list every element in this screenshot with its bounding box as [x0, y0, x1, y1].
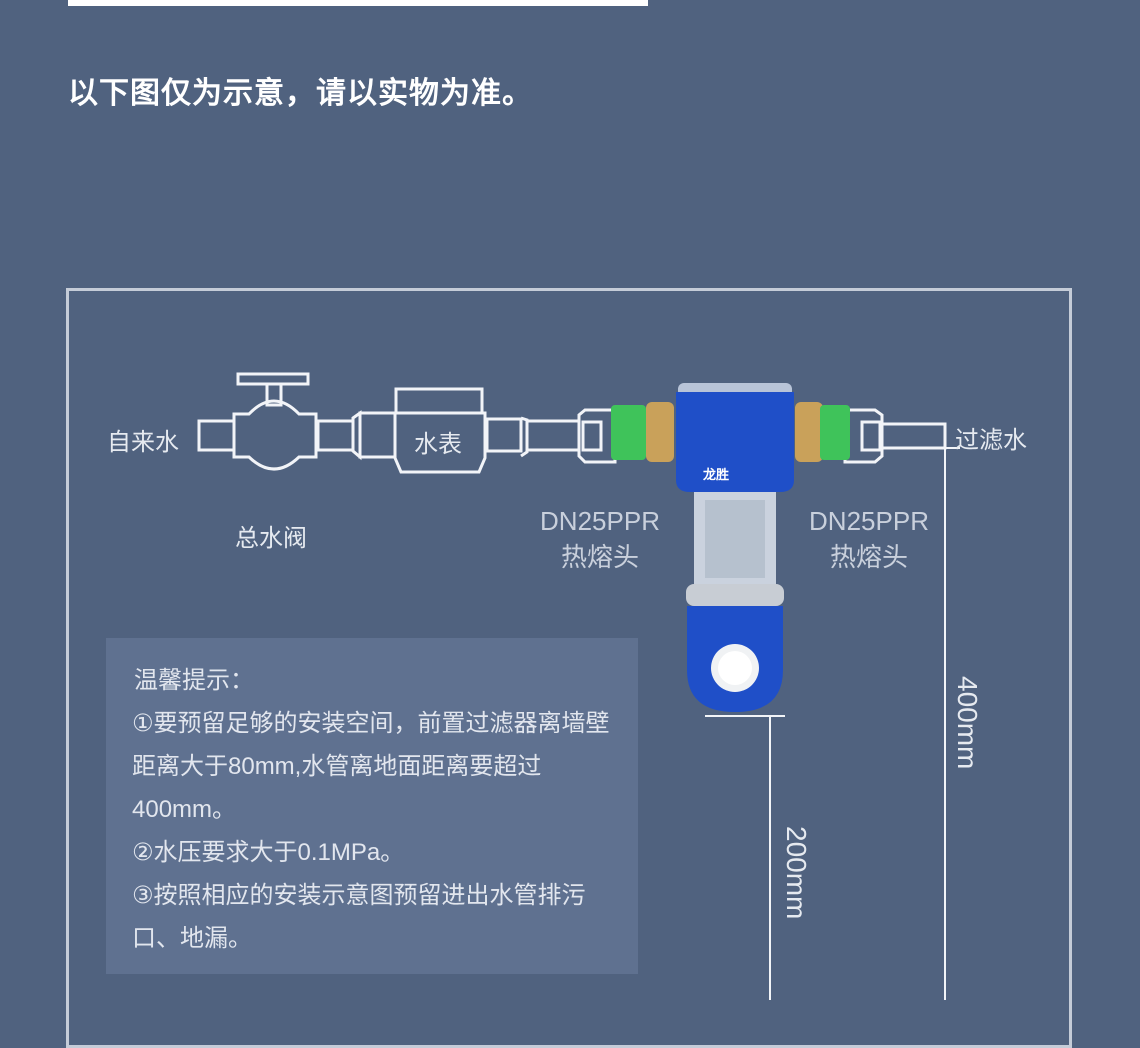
left-fitting-type: 热熔头	[560, 542, 639, 572]
tip-item: ②水压要求大于0.1MPa。	[132, 839, 405, 866]
pipe-diagram: 龙胜	[197, 372, 960, 1000]
inlet-pipe	[197, 419, 236, 452]
right-fitting-spec: DN25PPR	[809, 506, 929, 536]
tips-panel: 温馨提示： ①要预留足够的安装空间，前置过滤器离墙壁距离大于80mm,水管离地面…	[106, 638, 638, 974]
dimension-lines	[705, 447, 960, 1000]
right-fitting-label: DN25PPR 热熔头	[799, 503, 939, 575]
pipe-segment	[525, 419, 581, 452]
pre-filter-product	[611, 383, 850, 712]
dimension-200-label: 200mm	[781, 826, 812, 920]
main-valve-icon	[232, 372, 318, 471]
outlet-label: 过滤水	[955, 427, 1027, 454]
left-fitting-outline	[577, 408, 617, 464]
product-logo: 龙胜	[703, 467, 729, 482]
tips-title: 温馨提示：	[134, 667, 254, 694]
left-fitting-spec: DN25PPR	[540, 506, 660, 536]
pipe-segment	[316, 419, 355, 452]
outlet-pipe	[880, 422, 947, 450]
dimension-400-label: 400mm	[952, 676, 983, 770]
tip-item: ③按照相应的安装示意图预留进出水管排污口、地漏。	[132, 882, 586, 952]
disclaimer-note: 以下图仅为示意，请以实物为准。	[68, 77, 533, 110]
left-fitting-label: DN25PPR 热熔头	[530, 503, 670, 575]
valve-label: 总水阀	[235, 525, 307, 552]
right-fitting-type: 热熔头	[829, 542, 908, 572]
cropped-heading	[68, 0, 648, 6]
tip-item: ①要预留足够的安装空间，前置过滤器离墙壁距离大于80mm,水管离地面距离要超过4…	[132, 710, 610, 823]
right-fitting-outline	[843, 408, 884, 464]
meter-label: 水表	[414, 431, 462, 458]
inlet-label: 自来水	[107, 429, 179, 456]
